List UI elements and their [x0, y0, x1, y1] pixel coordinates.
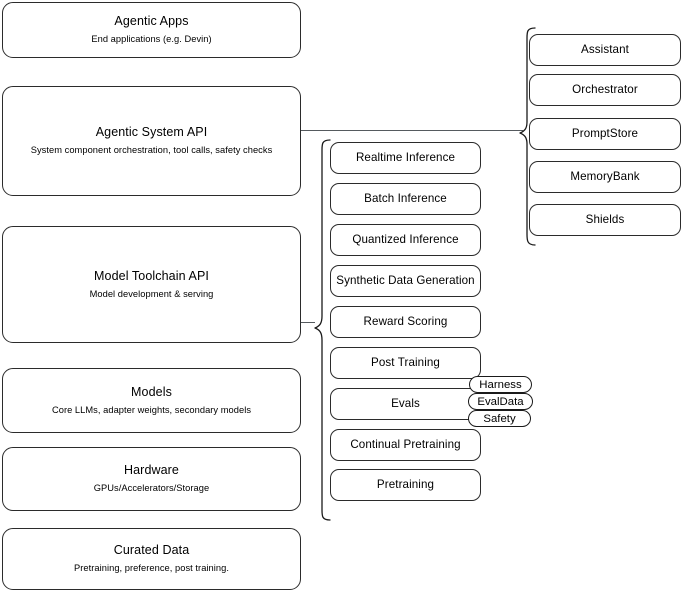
toolchain-box-quantized-inference[interactable]: Quantized Inference: [330, 224, 481, 256]
toolchain-label: Batch Inference: [364, 191, 447, 205]
toolchain-label: Continual Pretraining: [350, 437, 461, 451]
system-label: Orchestrator: [572, 82, 638, 96]
toolchain-box-continual-pretraining[interactable]: Continual Pretraining: [330, 429, 481, 461]
system-box-assistant[interactable]: Assistant: [529, 34, 681, 66]
connector-line-system-api-to-components: [301, 130, 523, 131]
layer-title: Models: [131, 384, 172, 399]
layer-subtitle: GPUs/Accelerators/Storage: [93, 483, 210, 493]
curly-brace-toolchain: [307, 138, 333, 522]
layer-title: Curated Data: [113, 543, 190, 558]
layer-title: Hardware: [124, 463, 179, 478]
toolchain-label: Quantized Inference: [352, 232, 459, 246]
evals-tag-label: Safety: [483, 412, 516, 425]
evals-tag-safety[interactable]: Safety: [468, 410, 531, 427]
layer-box-agentic-apps[interactable]: Agentic Apps End applications (e.g. Devi…: [2, 2, 301, 58]
evals-tag-evaldata[interactable]: EvalData: [468, 393, 533, 410]
system-label: Assistant: [581, 42, 629, 56]
toolchain-label: Evals: [391, 396, 420, 410]
toolchain-label: Realtime Inference: [355, 150, 456, 164]
layer-title: Model Toolchain API: [94, 268, 209, 283]
system-label: Shields: [585, 212, 625, 226]
layer-title: Agentic System API: [95, 125, 208, 140]
toolchain-label: Synthetic Data Generation: [336, 273, 475, 287]
layer-subtitle: Pretraining, preference, post training.: [74, 563, 229, 573]
layer-box-models[interactable]: Models Core LLMs, adapter weights, secon…: [2, 368, 301, 433]
system-box-promptstore[interactable]: PromptStore: [529, 118, 681, 150]
toolchain-box-synthetic-data-generation[interactable]: Synthetic Data Generation: [330, 265, 481, 297]
layer-subtitle: Model development & serving: [89, 288, 214, 299]
evals-tag-label: EvalData: [477, 395, 524, 408]
toolchain-box-pretraining[interactable]: Pretraining: [330, 469, 481, 501]
toolchain-box-post-training[interactable]: Post Training: [330, 347, 481, 379]
toolchain-box-realtime-inference[interactable]: Realtime Inference: [330, 142, 481, 174]
evals-tag-harness[interactable]: Harness: [469, 376, 532, 393]
layer-box-curated-data[interactable]: Curated Data Pretraining, preference, po…: [2, 528, 301, 590]
toolchain-label: Post Training: [371, 355, 440, 369]
system-box-orchestrator[interactable]: Orchestrator: [529, 74, 681, 106]
toolchain-label: Pretraining: [376, 477, 435, 491]
toolchain-box-reward-scoring[interactable]: Reward Scoring: [330, 306, 481, 338]
layer-box-hardware[interactable]: Hardware GPUs/Accelerators/Storage: [2, 447, 301, 511]
toolchain-box-evals[interactable]: Evals: [330, 388, 481, 420]
connector-line-toolchain-to-components: [301, 322, 315, 323]
system-label: PromptStore: [571, 126, 639, 140]
layer-box-model-toolchain-api[interactable]: Model Toolchain API Model development & …: [2, 226, 301, 343]
layer-subtitle: System component orchestration, tool cal…: [30, 145, 273, 155]
layer-title: Agentic Apps: [114, 14, 189, 29]
curly-brace-system-components: [511, 26, 537, 248]
toolchain-label: Reward Scoring: [363, 314, 448, 328]
evals-tag-label: Harness: [479, 378, 522, 391]
layer-box-agentic-system-api[interactable]: Agentic System API System component orch…: [2, 86, 301, 196]
system-box-memorybank[interactable]: MemoryBank: [529, 161, 681, 193]
system-box-shields[interactable]: Shields: [529, 204, 681, 236]
layer-subtitle: End applications (e.g. Devin): [91, 34, 212, 44]
toolchain-box-batch-inference[interactable]: Batch Inference: [330, 183, 481, 215]
layer-subtitle: Core LLMs, adapter weights, secondary mo…: [51, 404, 252, 415]
system-label: MemoryBank: [570, 169, 640, 183]
